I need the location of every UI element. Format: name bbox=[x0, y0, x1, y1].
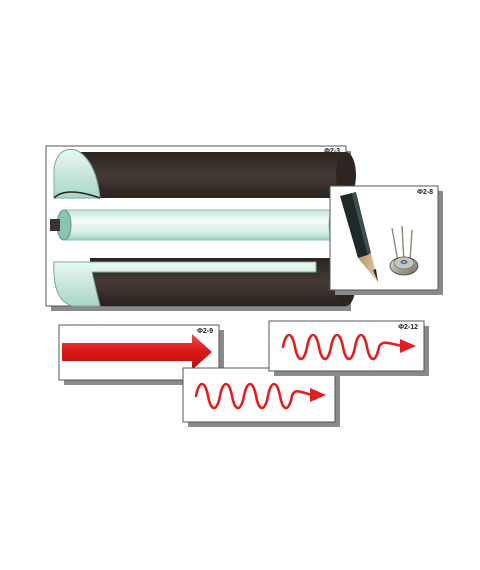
dark-cylinder-bottom bbox=[53, 258, 356, 307]
wave-card-top-label: Φ2-12 bbox=[398, 324, 418, 331]
tube-card: Φ2-3 bbox=[45, 145, 356, 311]
wave-arrow-icon bbox=[194, 382, 326, 410]
glass-tube bbox=[50, 209, 340, 241]
wave-card-top: Φ2-12 bbox=[268, 320, 429, 376]
wave-arrow-icon bbox=[281, 333, 416, 361]
pencil-icon bbox=[340, 192, 378, 282]
pencil-card-label: Φ2-8 bbox=[417, 189, 433, 196]
dark-cylinder-top bbox=[53, 148, 356, 199]
wave-card-bottom: Φ2-13 bbox=[182, 367, 340, 427]
tube-card-label: Φ2-3 bbox=[324, 148, 340, 155]
pencil-card: Φ2-8 bbox=[329, 185, 443, 295]
arrow-card-label: Φ2-9 bbox=[197, 328, 213, 335]
laser-diode-icon bbox=[389, 225, 419, 276]
straight-arrow-icon bbox=[62, 334, 212, 370]
